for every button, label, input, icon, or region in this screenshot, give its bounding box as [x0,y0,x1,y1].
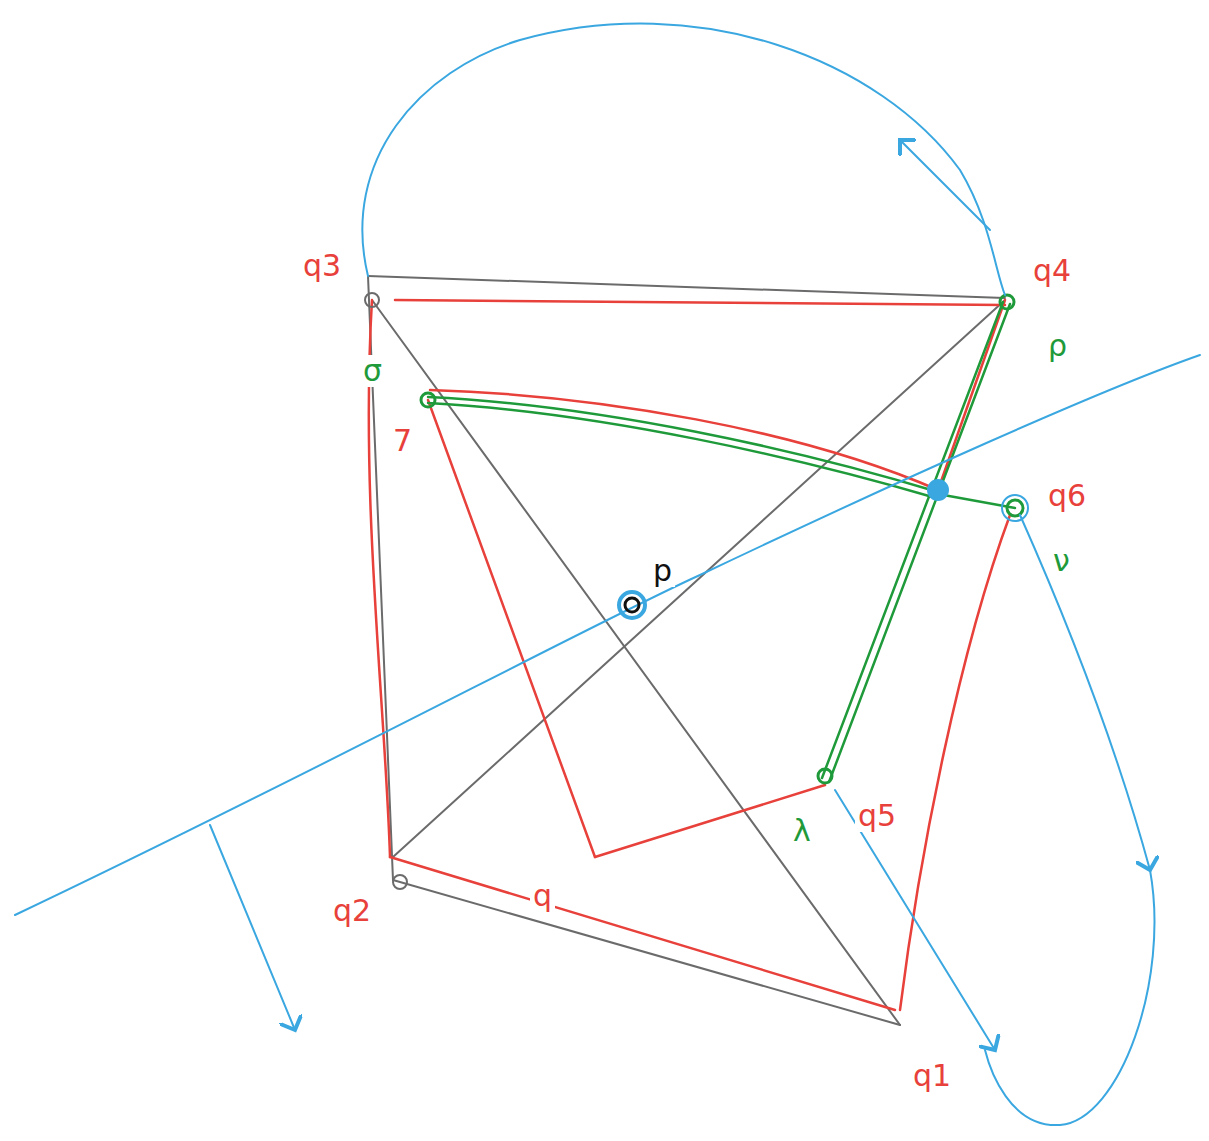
point-label: q [530,880,555,912]
point-label: q1 [910,1060,954,1092]
angle-label: σ [360,355,385,387]
angle-label: ρ [1045,330,1070,362]
point-label: q5 [855,800,899,832]
point-label: 7 [390,425,415,457]
point-label: q6 [1045,480,1089,512]
point-label: q3 [300,250,344,282]
angle-label: λ [790,815,814,847]
point-label: p [650,555,675,587]
angle-label: ν [1050,545,1073,577]
point-label: q2 [330,895,374,927]
point-label: q4 [1030,255,1074,287]
